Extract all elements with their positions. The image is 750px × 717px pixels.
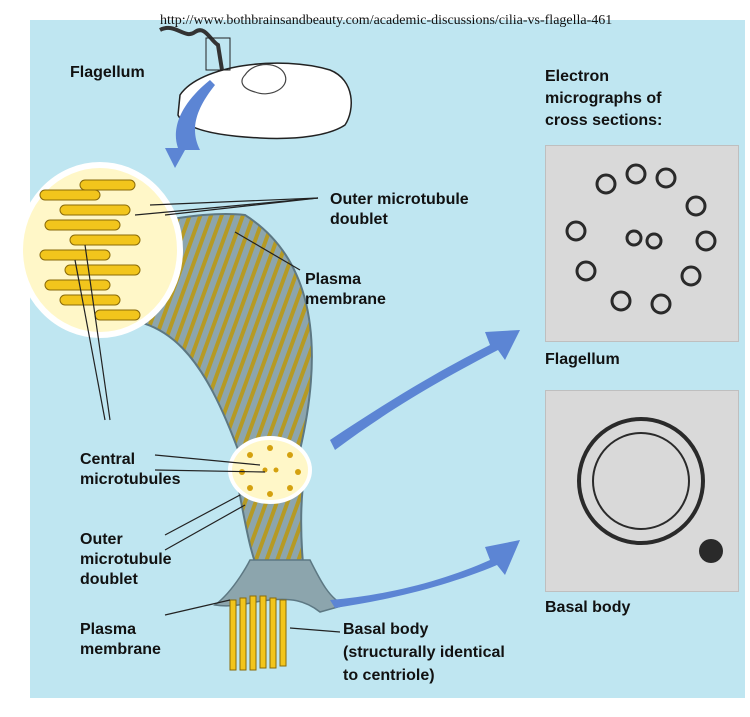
label-basal-2: (structurally identical [343,644,505,661]
label-plasma-bottom-1: Plasma [80,621,137,638]
label-em-flagellum: Flagellum [545,351,620,368]
cell-body [159,26,352,140]
leader-lines [74,197,341,633]
micrograph-flagellum [545,145,739,342]
micrograph-basal-body [545,390,739,592]
label-em-heading-3: cross sections: [545,112,663,129]
zoom-arrow [165,80,215,168]
arrow-to-flagellum-micrograph [330,330,520,450]
label-plasma-top-2: membrane [305,291,386,308]
label-plasma-top-1: Plasma [305,271,362,288]
cross-section-top [17,162,183,338]
label-plasma-bottom-2: membrane [80,641,161,658]
label-outer-doublet-top-2: doublet [330,211,388,228]
arrow-to-basal-micrograph [330,540,520,608]
label-basal-3: to centriole) [343,667,435,684]
label-outer-doublet-bottom-3: doublet [80,571,138,588]
label-outer-doublet-bottom-1: Outer [80,531,123,548]
label-basal-1: Basal body [343,621,429,638]
cross-section-middle [228,436,312,504]
label-outer-doublet-bottom-2: microtubule [80,551,172,568]
label-em-basal: Basal body [545,599,631,616]
basal-body [213,559,348,671]
label-flagellum-top: Flagellum [70,64,145,81]
source-url: http://www.bothbrainsandbeauty.com/acade… [160,13,613,28]
label-outer-doublet-top-1: Outer microtubule [330,191,469,208]
label-em-heading-1: Electron [545,68,610,85]
label-em-heading-2: micrographs of [545,90,662,107]
label-central-2: microtubules [80,471,181,488]
label-central-1: Central [80,451,136,468]
